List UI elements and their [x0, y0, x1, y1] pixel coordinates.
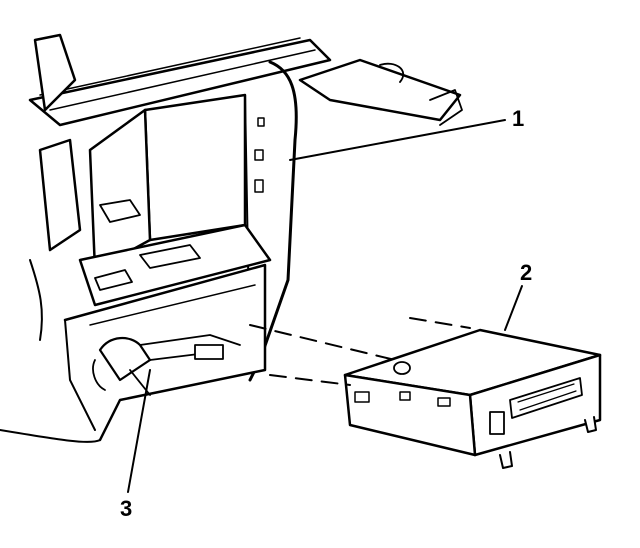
radio-unit — [343, 328, 602, 469]
leader-2 — [504, 285, 523, 331]
radio-harness-connector — [92, 334, 241, 396]
callout-leaders — [127, 119, 523, 493]
instrument-panel-carrier — [0, 33, 463, 443]
callout-label-1: 1 — [512, 106, 525, 131]
alignment-guides — [249, 317, 471, 386]
leader-1 — [289, 119, 506, 161]
leader-3 — [127, 369, 151, 493]
callout-label-3: 3 — [120, 496, 133, 521]
callout-label-2: 2 — [520, 260, 533, 285]
